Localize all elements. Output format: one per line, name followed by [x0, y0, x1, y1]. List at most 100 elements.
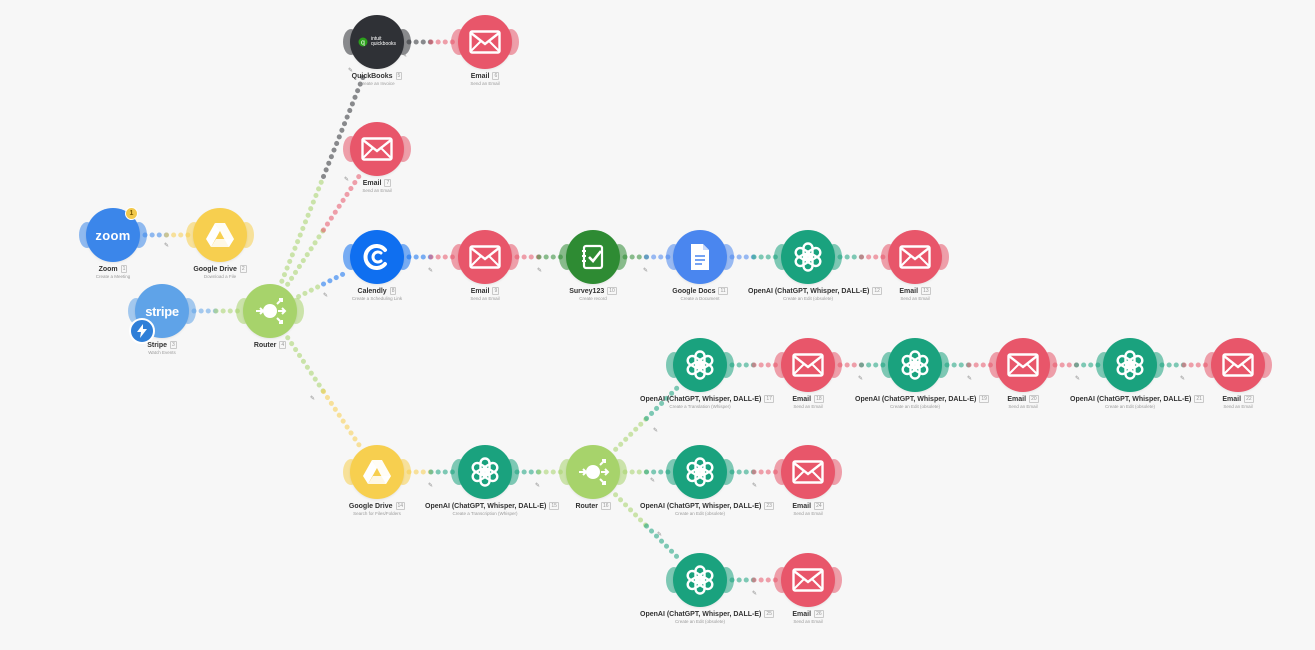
filter-wrench-icon[interactable]: ✎: [1075, 376, 1081, 382]
envelope-icon: [996, 338, 1050, 392]
module-label: Survey123: [569, 288, 605, 295]
filter-wrench-icon[interactable]: ✎: [428, 483, 434, 489]
openai-logo-icon: [673, 553, 727, 607]
module-index: 4: [279, 341, 287, 349]
connection-link[interactable]: [321, 69, 368, 179]
filter-wrench-icon[interactable]: ✎: [752, 591, 758, 597]
module-label: Email: [362, 180, 382, 187]
module-action: Create a Transcription (Whisper): [452, 511, 518, 516]
filter-wrench-icon[interactable]: ✎: [752, 483, 758, 489]
envelope-icon: [458, 230, 512, 284]
module-action: Send an Email: [793, 619, 823, 624]
module-index: 18: [814, 395, 824, 403]
module-action: Create a Document: [680, 296, 720, 301]
connection-link[interactable]: [296, 281, 326, 300]
module-action: Send an Email: [1008, 404, 1038, 409]
module-label: OpenAI (ChatGPT, Whisper, DALL-E): [1070, 396, 1192, 403]
module-index: 10: [607, 287, 617, 295]
google-docs-icon: [673, 230, 727, 284]
filter-wrench-icon[interactable]: ✎: [310, 396, 316, 402]
filter-wrench-icon[interactable]: ✎: [1180, 376, 1186, 382]
module-label: OpenAI (ChatGPT, Whisper, DALL-E): [640, 611, 762, 618]
notification-badge: 1: [125, 207, 138, 220]
module-label: Email: [792, 396, 812, 403]
module-label: OpenAI (ChatGPT, Whisper, DALL-E): [855, 396, 977, 403]
filter-wrench-icon[interactable]: ✎: [428, 268, 434, 274]
envelope-icon: [888, 230, 942, 284]
filter-wrench-icon[interactable]: ✎: [858, 376, 864, 382]
connection-link[interactable]: [644, 385, 680, 421]
module-index: 23: [764, 502, 774, 510]
connection-link[interactable]: [279, 174, 326, 284]
module-index: 8: [389, 287, 397, 295]
filter-wrench-icon[interactable]: ✎: [537, 268, 543, 274]
filter-wrench-icon[interactable]: ✎: [653, 428, 659, 434]
filter-wrench-icon[interactable]: ✎: [402, 53, 408, 59]
module-index: 25: [764, 610, 774, 618]
instant-trigger-icon[interactable]: [129, 318, 155, 344]
module-action: Send an Email: [900, 296, 930, 301]
filter-wrench-icon[interactable]: ✎: [650, 478, 656, 484]
filter-wrench-icon[interactable]: ✎: [967, 376, 973, 382]
module-index: 16: [601, 502, 611, 510]
module-label: OpenAI (ChatGPT, Whisper, DALL-E): [748, 288, 870, 295]
module-action: Watch Events: [148, 350, 176, 355]
module-action: Create an Edit (obsolete): [1104, 404, 1156, 409]
module-label: Email: [792, 611, 812, 618]
module-label: OpenAI (ChatGPT, Whisper, DALL-E): [640, 396, 762, 403]
module-label: Google Drive: [348, 503, 393, 510]
module-action: Create an Invoice: [359, 81, 395, 86]
module-action: Search for Files/Folders: [353, 511, 401, 516]
module-label: Google Docs: [672, 288, 716, 295]
module-label: Router: [253, 342, 277, 349]
module-index: 9: [492, 287, 500, 295]
filter-wrench-icon[interactable]: ✎: [643, 268, 649, 274]
module-action: Create an Edit (obsolete): [889, 404, 941, 409]
module-label: Calendly: [357, 288, 387, 295]
connection-link[interactable]: [644, 523, 680, 560]
filter-wrench-icon[interactable]: ✎: [535, 483, 541, 489]
module-label: QuickBooks: [351, 73, 393, 80]
connection-link[interactable]: [321, 268, 351, 287]
filter-wrench-icon[interactable]: ✎: [344, 177, 350, 183]
connection-link[interactable]: [613, 416, 649, 452]
module-index: 20: [1029, 395, 1039, 403]
filter-wrench-icon[interactable]: ✎: [164, 243, 170, 249]
connection-link[interactable]: [613, 492, 649, 529]
module-label: Email: [470, 288, 490, 295]
module-index: 19: [979, 395, 989, 403]
module-action: Create an Edit (obsolete): [674, 619, 726, 624]
filter-wrench-icon[interactable]: ✎: [348, 68, 354, 74]
filter-wrench-icon[interactable]: ✎: [323, 293, 329, 299]
module-index: 21: [1194, 395, 1204, 403]
calendly-icon: [350, 230, 404, 284]
connection-link[interactable]: [321, 389, 362, 448]
filter-wrench-icon[interactable]: ✎: [657, 532, 663, 538]
